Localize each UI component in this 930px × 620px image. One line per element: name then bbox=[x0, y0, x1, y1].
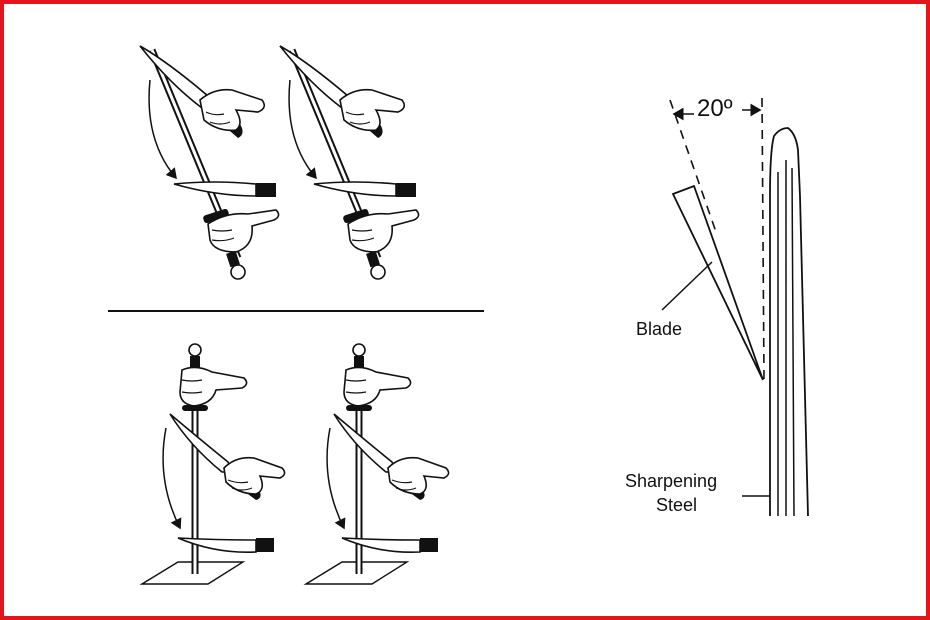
angle-label: 20º bbox=[697, 95, 733, 122]
steel-diagonal-stroke-illustration-2 bbox=[280, 46, 419, 279]
steel-label-line1: Sharpening bbox=[625, 471, 717, 491]
steel-reference-line bbox=[761, 97, 765, 381]
blade-label: Blade bbox=[636, 319, 682, 339]
angle-detail-diagram bbox=[661, 97, 809, 517]
steel-vertical-stroke-illustration-1 bbox=[142, 344, 285, 584]
sharpening-steel bbox=[769, 127, 809, 517]
blade-wedge bbox=[671, 184, 764, 381]
steel-vertical-stroke-illustration-2 bbox=[306, 344, 449, 584]
blade-reference-line bbox=[669, 99, 717, 233]
steel-diagonal-stroke-illustration-1 bbox=[140, 46, 279, 279]
steel-label-line2: Steel bbox=[656, 495, 697, 515]
blade-leader-line bbox=[661, 261, 713, 311]
